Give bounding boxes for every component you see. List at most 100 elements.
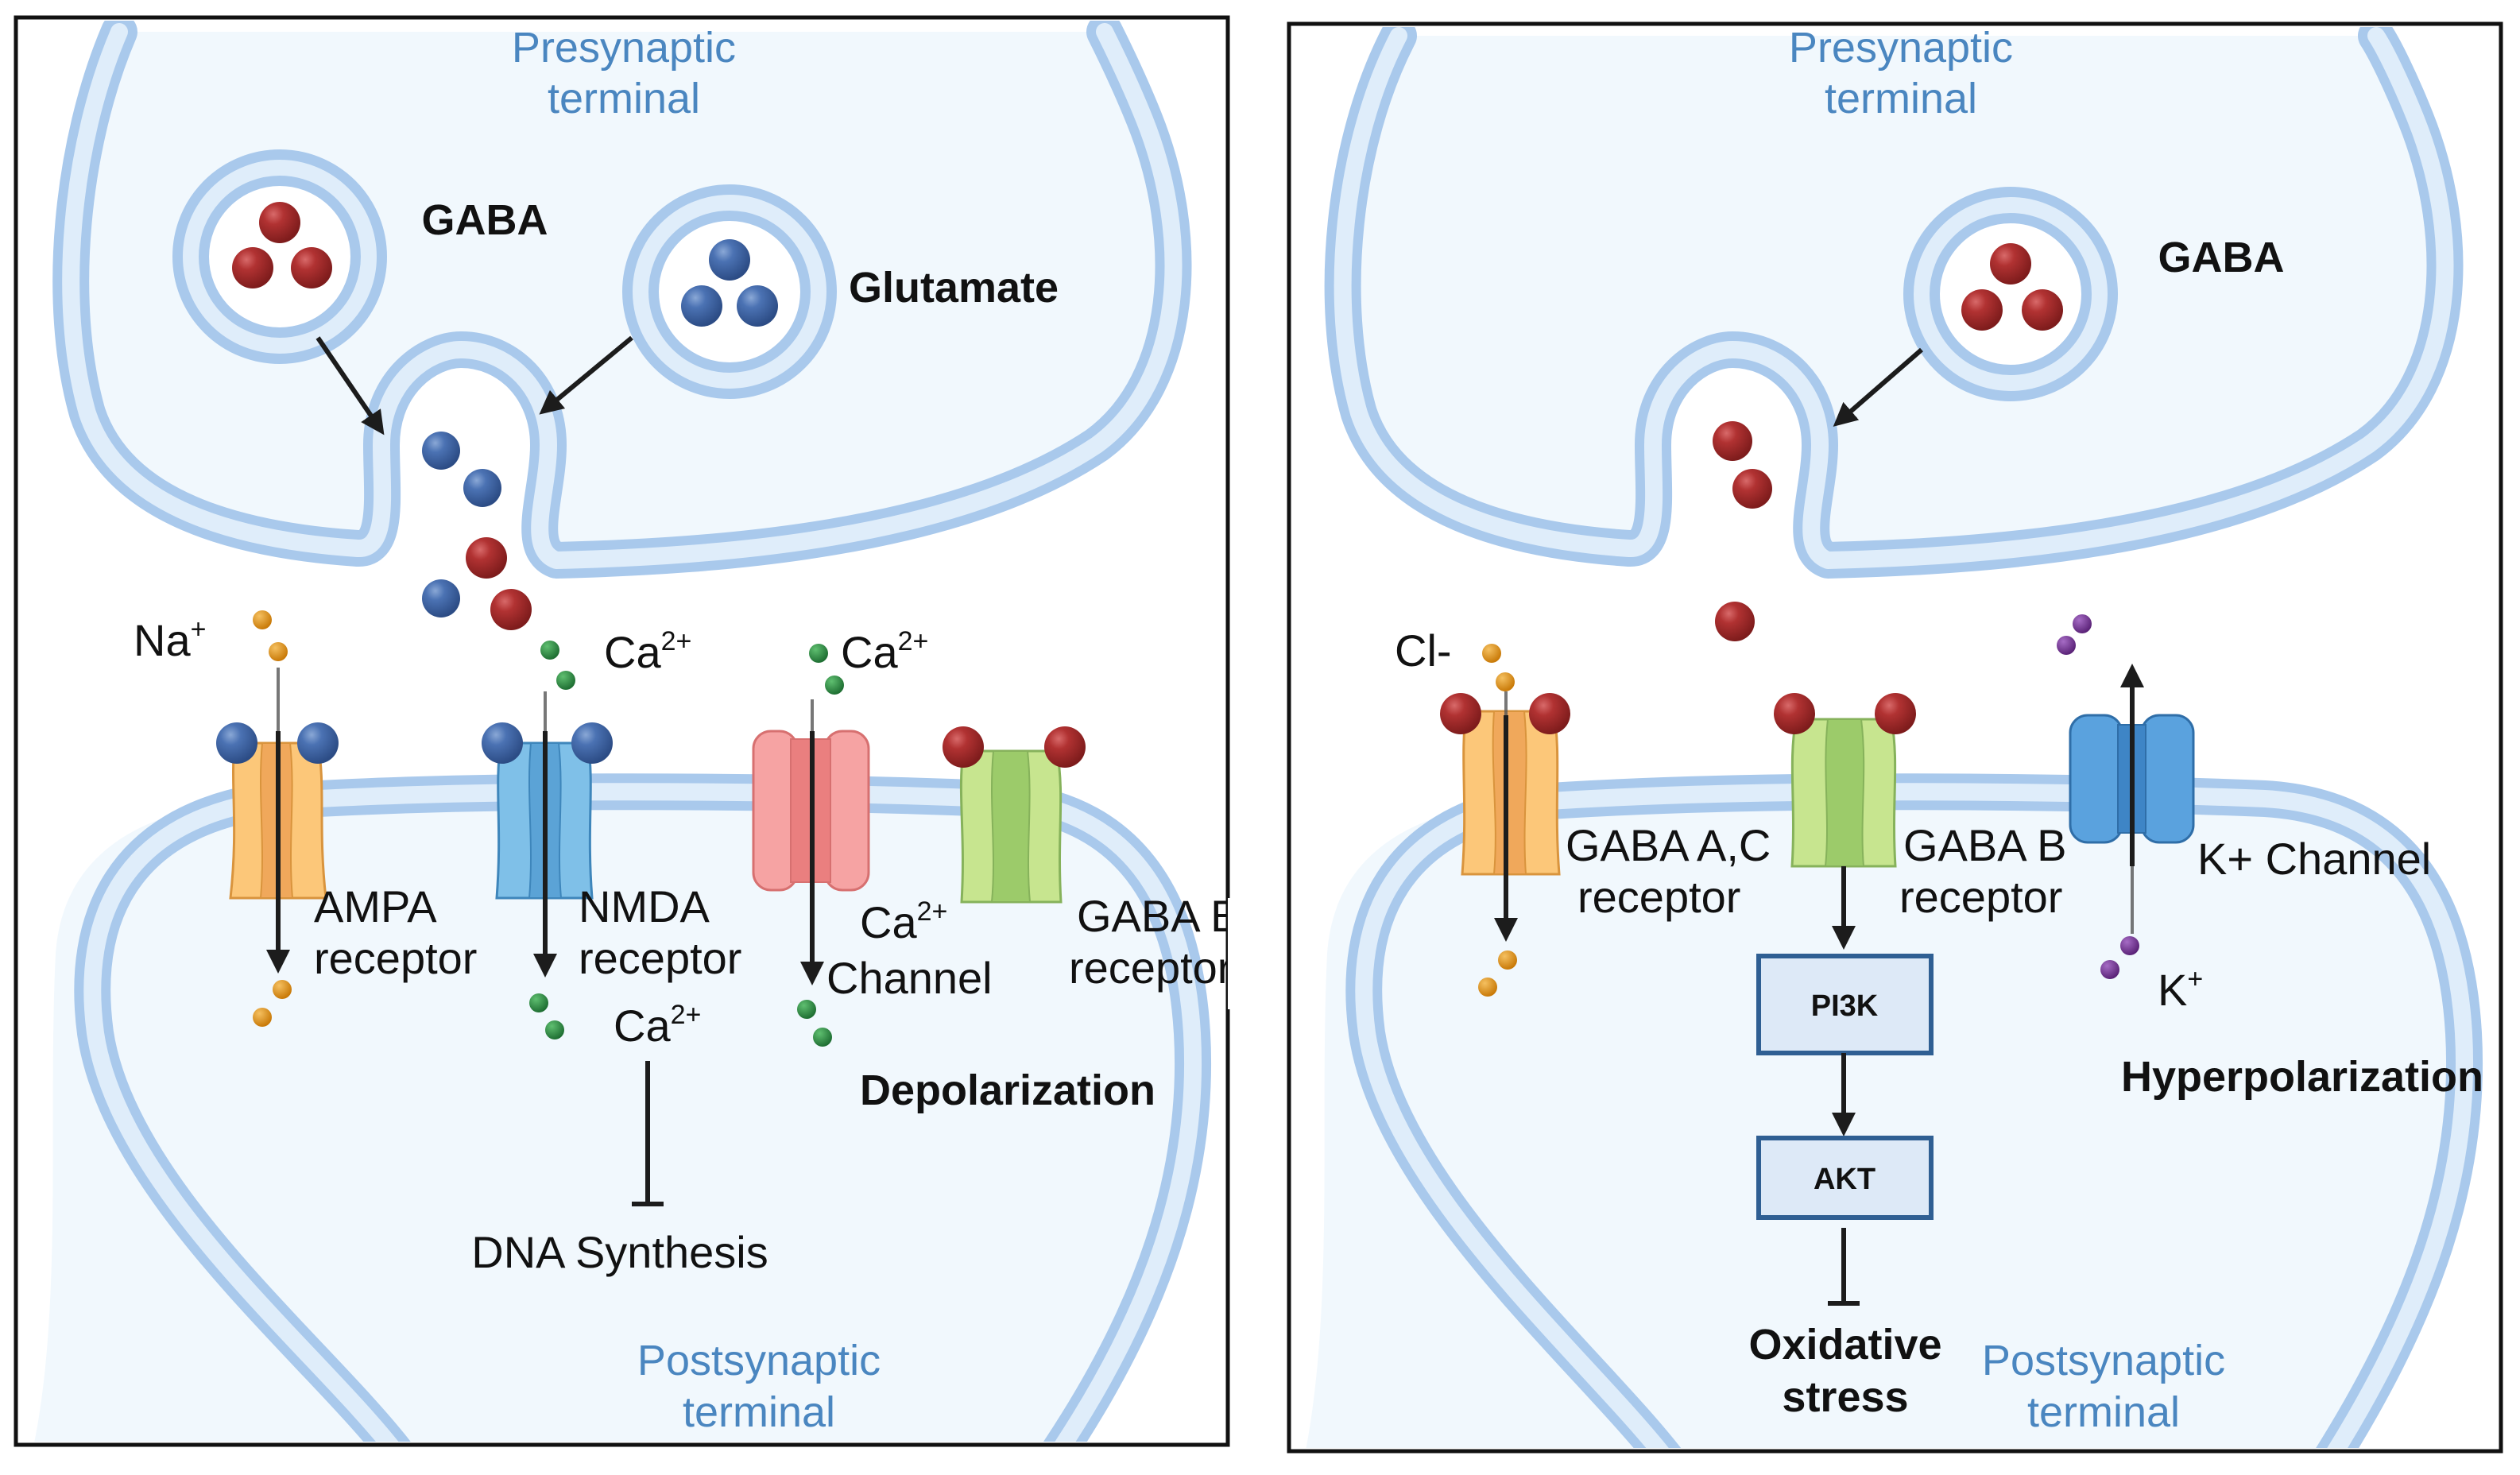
glutamate-molecule — [737, 285, 778, 327]
gaba-molecule — [1990, 243, 2031, 285]
chloride-ion — [1482, 644, 1501, 663]
calcium-channel-ion-label: Ca2+ — [841, 626, 928, 677]
potassium-ion — [2100, 960, 2119, 979]
sodium-ion-label: Na+ — [134, 614, 206, 665]
calcium-ion — [540, 641, 559, 660]
k-channel-label: K+ Channel — [2197, 834, 2431, 884]
gaba-ac-label-line2: receptor — [1577, 872, 1740, 922]
potassium-ion-label: K+ — [2158, 964, 2203, 1015]
release-arrow — [1833, 347, 1923, 427]
gaba-label: GABA — [422, 196, 548, 244]
glutamate-molecule — [422, 579, 460, 617]
glutamate-bound — [297, 722, 339, 764]
presynaptic-label-line2: terminal — [1825, 75, 1977, 122]
gaba-b-label-line2: receptor — [1069, 943, 1232, 993]
sodium-ion — [269, 642, 288, 661]
postsynaptic-label-line2: terminal — [683, 1388, 835, 1436]
glutamate-bound — [482, 722, 523, 764]
postsynaptic-label: Postsynaptic — [1982, 1337, 2225, 1384]
gaba-molecule — [1732, 469, 1772, 509]
gaba-ac-label: GABA A,C — [1566, 820, 1771, 870]
gaba-molecule — [466, 537, 507, 579]
glutamate-molecule — [681, 285, 722, 327]
glutamate-label: Glutamate — [849, 264, 1059, 312]
calcium-channel-label-prefix: Ca2+ — [860, 896, 947, 947]
gaba-bound — [1529, 693, 1570, 734]
gaba-molecule — [1961, 289, 2003, 331]
chloride-ion — [1478, 978, 1497, 997]
oxidative-stress-label: Oxidative — [1748, 1321, 1941, 1369]
presynaptic-terminal — [1324, 27, 2464, 588]
akt-box — [1756, 1136, 1934, 1220]
glutamate-bound — [216, 722, 257, 764]
gaba-vesicle — [172, 149, 387, 364]
gaba-bound — [1774, 693, 1815, 734]
potassium-channel — [2069, 714, 2195, 844]
depolarization-label: Depolarization — [860, 1067, 1155, 1114]
gaba-vesicle — [1903, 187, 2118, 401]
calcium-ion — [529, 993, 548, 1012]
sodium-ion — [273, 980, 292, 999]
chloride-ion — [1498, 950, 1517, 970]
gaba-bound — [1044, 726, 1086, 768]
gaba-molecule — [291, 247, 332, 288]
sodium-ion — [253, 1008, 272, 1027]
ampa-label: AMPA — [314, 881, 437, 931]
gaba-ac-receptor — [1440, 693, 1570, 876]
calcium-ion — [809, 644, 828, 663]
gaba-molecule — [259, 202, 300, 243]
akt-label: AKT — [1814, 1163, 1875, 1196]
glutamate-molecule — [709, 239, 750, 281]
gaba-label: GABA — [2158, 234, 2285, 281]
gaba-molecule — [1713, 421, 1752, 461]
gaba-b-receptor — [1774, 693, 1916, 868]
pi3k-label: PI3K — [1811, 989, 1879, 1023]
gaba-bound — [1875, 693, 1916, 734]
calcium-ion — [813, 1028, 832, 1047]
gaba-b-label: GABA B — [1077, 891, 1240, 941]
panel-inhibitory: Presynaptic terminal Postsynaptic termin… — [1287, 21, 2503, 1454]
presynaptic-terminal — [52, 21, 1192, 588]
chloride-ion — [1496, 672, 1515, 691]
panel-excitatory: Presynaptic terminal Postsynaptic termin… — [14, 15, 1260, 1447]
postsynaptic-label: Postsynaptic — [637, 1337, 881, 1384]
gaba-b-receptor — [943, 726, 1086, 904]
gaba-molecule — [490, 589, 532, 630]
gaba-molecule — [2022, 289, 2063, 331]
gaba-molecule — [232, 247, 273, 288]
sodium-ion — [253, 610, 272, 629]
potassium-ion — [2073, 614, 2092, 633]
calcium-ion — [825, 676, 844, 695]
dna-synthesis-label: DNA Synthesis — [471, 1227, 768, 1277]
presynaptic-label: Presynaptic — [512, 24, 736, 72]
calcium-ion — [545, 1020, 564, 1039]
presynaptic-label: Presynaptic — [1789, 24, 2013, 72]
postsynaptic-label-line2: terminal — [2027, 1388, 2180, 1436]
glutamate-bound — [571, 722, 613, 764]
calcium-ion — [797, 1000, 816, 1019]
potassium-ion — [2057, 636, 2076, 655]
postsynaptic-terminal — [34, 773, 1212, 1442]
gaba-b-label: GABA B — [1903, 820, 2066, 870]
nmda-label: NMDA — [579, 881, 710, 931]
glutamate-molecule — [422, 432, 460, 470]
oxidative-stress-label-line2: stress — [1782, 1373, 1908, 1421]
glutamate-vesicle — [622, 184, 837, 399]
gaba-molecule — [1715, 602, 1755, 641]
gaba-bound — [1440, 693, 1481, 734]
hyperpolarization-label: Hyperpolarization — [2121, 1053, 2483, 1101]
nmda-label-line2: receptor — [579, 933, 741, 983]
calcium-inside-label: Ca2+ — [614, 1000, 701, 1051]
release-arrow — [539, 335, 633, 415]
calcium-ion-label: Ca2+ — [604, 626, 691, 677]
presynaptic-label-line2: terminal — [548, 75, 700, 122]
release-arrow — [315, 336, 385, 436]
potassium-ion — [2120, 936, 2139, 955]
gaba-b-label-line2: receptor — [1899, 872, 2062, 922]
calcium-ion — [556, 671, 575, 690]
calcium-channel-label: Channel — [826, 953, 993, 1003]
chloride-ion-label: Cl- — [1395, 625, 1452, 676]
ampa-label-line2: receptor — [314, 933, 477, 983]
gaba-bound — [943, 726, 984, 768]
